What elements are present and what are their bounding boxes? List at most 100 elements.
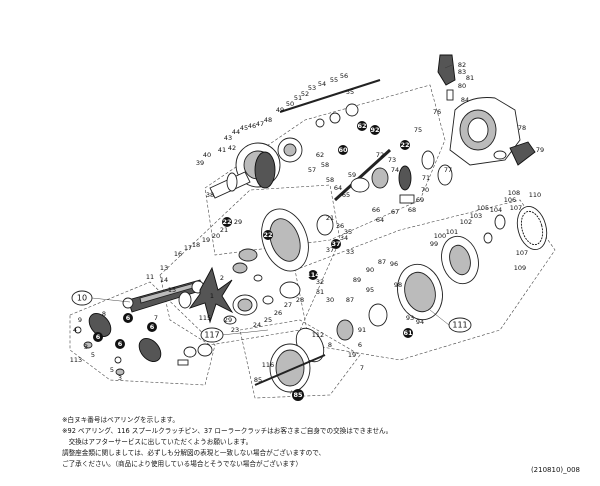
svg-text:57: 57 [308, 166, 316, 174]
svg-text:53: 53 [308, 84, 316, 92]
svg-text:55: 55 [330, 76, 338, 84]
svg-text:81: 81 [466, 74, 474, 82]
svg-text:50: 50 [286, 100, 294, 108]
svg-text:59: 59 [348, 171, 356, 179]
group-label-111: 111 [448, 317, 472, 333]
svg-text:64: 64 [334, 184, 342, 192]
svg-text:19: 19 [348, 351, 356, 359]
svg-text:113: 113 [70, 356, 82, 364]
note-replacement-warning: ※92 ベアリング、116 スプールクラッチピン、37 ローラークラッチはお客さ… [62, 427, 393, 436]
bearing-labels: 22 37 114 6 6 6 6 85 60 62 92 22 61 22 [93, 121, 413, 401]
svg-text:68: 68 [408, 206, 416, 214]
svg-text:54: 54 [318, 80, 326, 88]
svg-text:7: 7 [360, 364, 364, 372]
svg-text:98: 98 [394, 281, 402, 289]
svg-text:21: 21 [326, 214, 334, 222]
svg-text:108: 108 [508, 189, 520, 197]
svg-text:28: 28 [296, 296, 304, 304]
note-shims-cont: ご了承ください。（商品により使用している場合とそうでない場合がございます） [62, 460, 303, 469]
svg-text:35: 35 [344, 228, 352, 236]
group-label-10: 10 [71, 290, 93, 306]
svg-text:95: 95 [366, 286, 374, 294]
svg-text:8: 8 [328, 341, 332, 349]
svg-text:25: 25 [264, 316, 272, 324]
svg-text:90: 90 [366, 266, 374, 274]
svg-text:6: 6 [358, 341, 362, 349]
svg-text:105: 105 [477, 204, 489, 212]
svg-text:110: 110 [529, 191, 541, 199]
svg-text:10: 10 [77, 294, 87, 303]
svg-text:76: 76 [433, 108, 441, 116]
svg-text:29: 29 [234, 218, 242, 226]
svg-text:91: 91 [358, 326, 366, 334]
svg-text:31: 31 [316, 288, 324, 296]
svg-text:37: 37 [326, 246, 334, 254]
pinion-shaft-parts [333, 148, 453, 204]
part-number-labels: 9 4 3 5 113 5 3 7 8 11 13 14 15 16 17 18… [70, 61, 544, 384]
svg-text:37: 37 [331, 240, 340, 248]
svg-text:93: 93 [406, 314, 414, 322]
note-after-service: 交換はアフターサービスに出していただくようお願いします。 [62, 438, 253, 447]
svg-text:66: 66 [372, 206, 380, 214]
svg-text:16: 16 [174, 250, 182, 258]
svg-text:14: 14 [160, 276, 168, 284]
svg-text:55: 55 [346, 88, 354, 96]
svg-text:22: 22 [400, 141, 409, 149]
group-label-117: 117 [200, 327, 224, 343]
svg-text:75: 75 [414, 126, 422, 134]
svg-text:3: 3 [84, 343, 88, 351]
svg-text:45: 45 [240, 124, 248, 132]
svg-text:99: 99 [430, 240, 438, 248]
svg-text:52: 52 [301, 90, 309, 98]
svg-text:18: 18 [192, 241, 200, 249]
svg-text:87: 87 [346, 296, 354, 304]
svg-text:87: 87 [378, 258, 386, 266]
svg-text:83: 83 [458, 68, 466, 76]
svg-text:65: 65 [342, 191, 350, 199]
svg-text:33: 33 [346, 248, 354, 256]
svg-text:51: 51 [294, 94, 302, 102]
svg-text:48: 48 [264, 116, 272, 124]
svg-text:6: 6 [150, 323, 155, 331]
svg-text:22: 22 [263, 231, 272, 239]
svg-text:94: 94 [416, 318, 424, 326]
svg-text:49: 49 [276, 106, 284, 114]
svg-text:85: 85 [293, 391, 303, 399]
frame-parts [437, 54, 536, 166]
side-plate-parts [223, 208, 334, 325]
document-code: (210810)_008 [530, 466, 580, 474]
svg-text:84: 84 [461, 96, 469, 104]
svg-text:96: 96 [390, 260, 398, 268]
svg-text:116: 116 [262, 361, 274, 369]
svg-text:92: 92 [370, 126, 379, 134]
svg-text:6: 6 [118, 340, 123, 348]
svg-text:42: 42 [228, 144, 236, 152]
exploded-parts-diagram: 10 117 111 22 37 114 6 6 6 6 85 60 62 92… [69, 54, 556, 401]
svg-text:44: 44 [232, 128, 240, 136]
leader-lines [91, 64, 453, 395]
svg-text:72: 72 [376, 151, 384, 159]
spool-parts [254, 205, 548, 393]
svg-text:74: 74 [391, 166, 399, 174]
svg-text:38: 38 [206, 191, 214, 199]
svg-text:11: 11 [146, 273, 154, 281]
svg-text:77: 77 [444, 166, 452, 174]
svg-text:79: 79 [536, 146, 544, 154]
svg-text:82: 82 [458, 61, 466, 69]
handle-assembly [74, 279, 205, 376]
svg-text:32: 32 [316, 278, 324, 286]
svg-text:5: 5 [110, 366, 114, 374]
svg-text:117: 117 [204, 331, 219, 340]
svg-text:112: 112 [312, 331, 324, 339]
svg-text:6: 6 [96, 333, 101, 341]
svg-text:40: 40 [203, 151, 211, 159]
svg-text:102: 102 [460, 218, 472, 226]
svg-text:3: 3 [118, 374, 122, 382]
svg-text:107: 107 [516, 249, 528, 257]
svg-text:41: 41 [218, 146, 226, 154]
svg-text:60: 60 [338, 146, 348, 154]
group-labels: 10 117 111 [71, 290, 472, 343]
svg-text:109: 109 [514, 264, 526, 272]
svg-text:58: 58 [326, 176, 334, 184]
svg-text:20: 20 [212, 232, 220, 240]
